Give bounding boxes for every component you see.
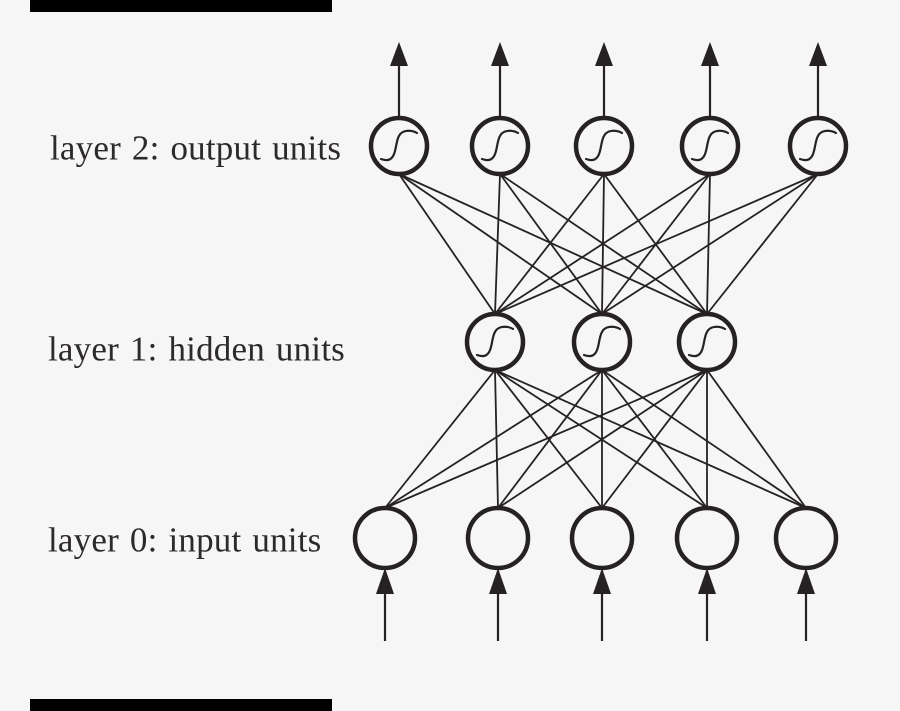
output-arrowhead-icon — [809, 42, 827, 66]
sigmoid-icon — [690, 129, 730, 162]
artifact-bar-bottom — [30, 699, 332, 711]
output-units-node-1 — [368, 115, 430, 177]
input-arrowhead-icon — [489, 568, 507, 594]
sigmoid-icon — [687, 325, 727, 358]
output-units-node-4 — [679, 115, 741, 177]
connection-line — [601, 369, 807, 509]
connection-line — [499, 173, 603, 315]
output-units-node-2 — [469, 115, 531, 177]
connection-line — [494, 173, 501, 315]
connection-line — [384, 369, 708, 509]
input-arrowhead-icon — [376, 568, 394, 594]
layer-2-output-label: layer 2: output units — [50, 128, 342, 168]
connection-line — [398, 173, 708, 315]
output-units-node-5 — [787, 115, 849, 177]
connection-line — [497, 369, 708, 509]
hidden-units-node-3 — [676, 311, 738, 373]
connection-line — [384, 369, 603, 509]
connection-line — [494, 369, 499, 509]
connection-line — [494, 173, 711, 315]
input-units-node-4 — [674, 505, 740, 571]
hidden-units-node-2 — [571, 311, 633, 373]
output-arrowhead-icon — [595, 42, 613, 66]
sigmoid-icon — [475, 325, 515, 358]
connection-line — [398, 173, 496, 315]
input-units-node-1 — [352, 505, 418, 571]
connection-line — [601, 173, 819, 315]
output-arrowhead-icon — [491, 42, 509, 66]
connection-line — [497, 369, 603, 509]
sigmoid-icon — [582, 325, 622, 358]
connection-line — [494, 173, 819, 315]
input-units-node-3 — [569, 505, 635, 571]
input-arrowhead-icon — [797, 568, 815, 594]
connection-line — [706, 369, 807, 509]
connection-line — [494, 369, 603, 509]
sigmoid-icon — [798, 129, 838, 162]
connection-line — [494, 173, 605, 315]
sigmoid-icon — [584, 129, 624, 162]
artifact-bar-top — [30, 0, 332, 12]
layer-1-hidden-label: layer 1: hidden units — [48, 329, 345, 369]
connection-line — [601, 369, 708, 509]
output-units-node-3 — [573, 115, 635, 177]
connection-line — [494, 369, 807, 509]
sigmoid-icon — [379, 129, 419, 162]
connection-line — [706, 173, 819, 315]
layer-0-input-label: layer 0: input units — [48, 520, 322, 560]
input-units-node-2 — [465, 505, 531, 571]
input-arrowhead-icon — [698, 568, 716, 594]
output-arrowhead-icon — [701, 42, 719, 66]
input-arrowhead-icon — [593, 568, 611, 594]
input-units-node-5 — [773, 505, 839, 571]
connection-line — [384, 369, 496, 509]
connection-line — [398, 173, 603, 315]
hidden-units-node-1 — [464, 311, 526, 373]
sigmoid-icon — [480, 129, 520, 162]
output-arrowhead-icon — [390, 42, 408, 66]
